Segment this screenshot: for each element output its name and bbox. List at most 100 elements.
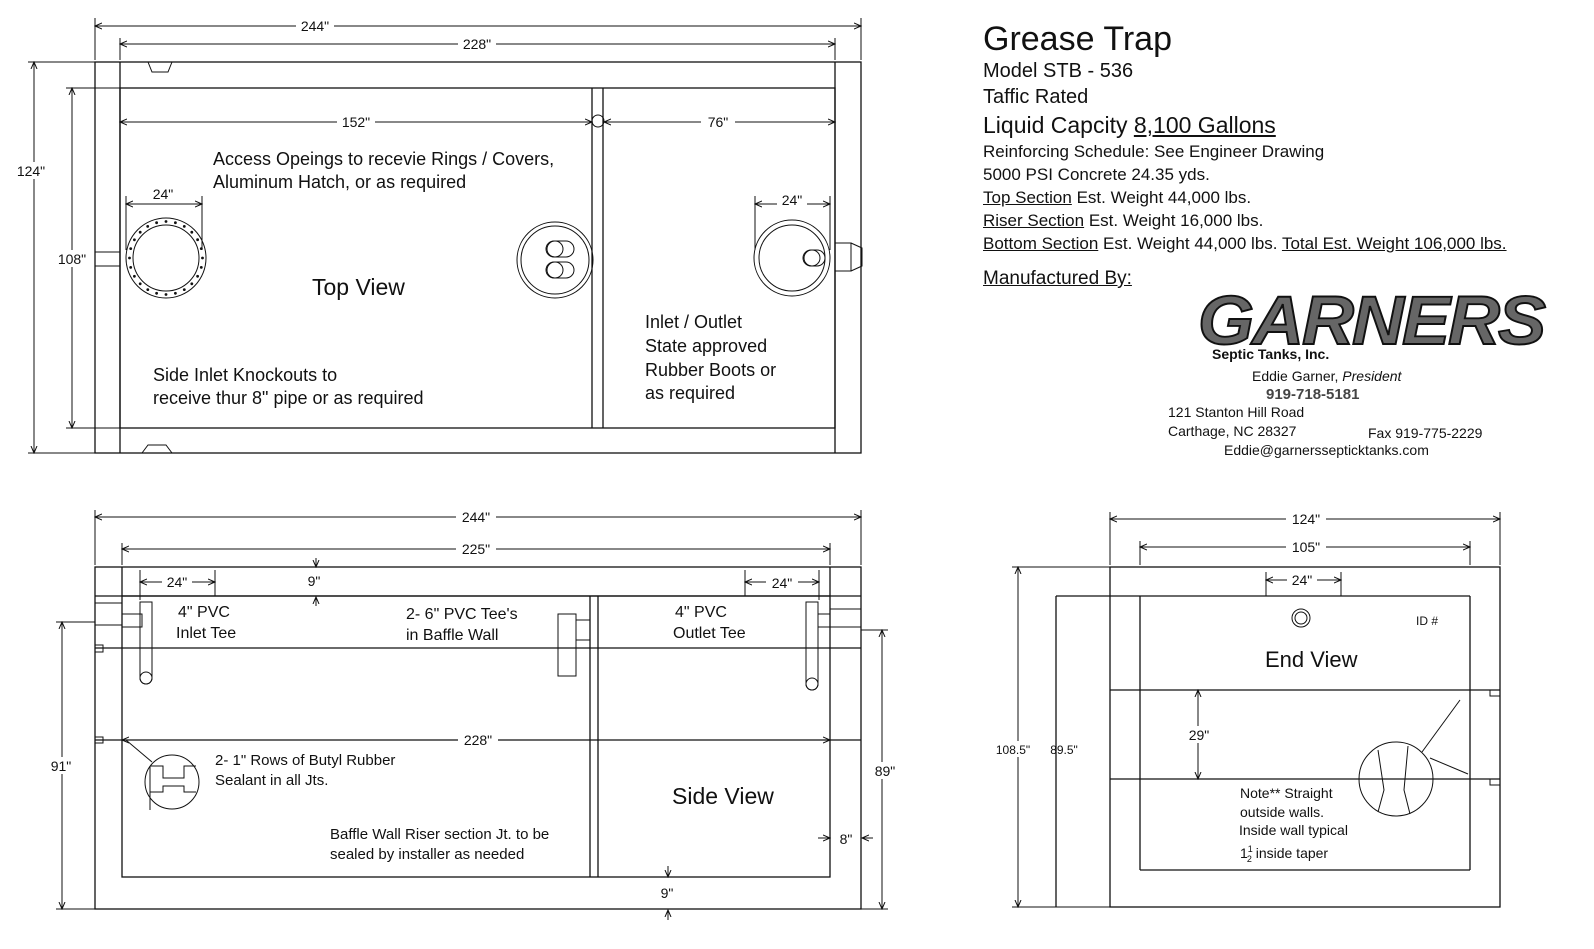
reinforcing-schedule: Reinforcing Schedule: See Engineer Drawi… bbox=[983, 142, 1325, 161]
bolt-hole bbox=[201, 256, 204, 260]
side-dim-8: 8" bbox=[840, 831, 853, 847]
top-section-weight: Top Section Est. Weight 44,000 lbs. bbox=[983, 188, 1252, 207]
side-dim-91: 91" bbox=[51, 758, 72, 774]
bolt-hole bbox=[133, 274, 136, 278]
end-dim-105: 105" bbox=[1292, 539, 1320, 555]
end-view: 124" 105" 24" 108.5" 89.5" 29" ID # End … bbox=[992, 510, 1500, 907]
bolt-hole bbox=[138, 230, 142, 234]
note-inlet-4: as required bbox=[645, 383, 735, 403]
end-pipe bbox=[1291, 608, 1311, 628]
company-fax: Fax 919-775-2229 bbox=[1368, 425, 1483, 441]
note-inlet-3: Rubber Boots or bbox=[645, 360, 776, 380]
total-weight: Total Est. Weight 106,000 lbs. bbox=[1281, 234, 1507, 253]
product-title: Grease Trap bbox=[983, 20, 1172, 58]
note-inlet-2: State approved bbox=[645, 336, 767, 356]
inlet-tee bbox=[94, 601, 153, 685]
bolt-hole bbox=[129, 247, 133, 251]
bolt-hole bbox=[174, 221, 177, 225]
bolt-hole bbox=[182, 288, 186, 291]
note-access-1: Access Opeings to recevie Rings / Covers… bbox=[213, 149, 554, 169]
bolt-hole bbox=[164, 293, 168, 296]
address-line-1: 121 Stanton Hill Road bbox=[1168, 404, 1305, 420]
riser-section-weight: Riser Section Est. Weight 16,000 lbs. bbox=[983, 211, 1264, 230]
end-dim-29: 29" bbox=[1189, 727, 1210, 743]
baffle-riser-note-2: sealed by installer as needed bbox=[330, 846, 524, 863]
outlet-tee-label-1: 4" PVC bbox=[675, 604, 727, 621]
top-dim-152: 152" bbox=[342, 114, 370, 130]
side-dim-244: 244" bbox=[462, 509, 490, 525]
bolt-hole bbox=[129, 266, 133, 269]
side-dim-24-inlet: 24" bbox=[167, 574, 188, 590]
company-logo: GARNERS bbox=[1197, 282, 1547, 360]
bolt-hole bbox=[155, 291, 159, 295]
end-dim-89-5: 89.5" bbox=[1050, 743, 1078, 757]
bolt-hole bbox=[182, 225, 186, 228]
capacity-label: Liquid Capcity bbox=[983, 112, 1134, 138]
butyl-note-1: 2- 1" Rows of Butyl Rubber bbox=[215, 752, 395, 769]
bolt-hole bbox=[190, 282, 194, 286]
baffle-tee bbox=[557, 613, 591, 677]
top-dim-228: 228" bbox=[463, 36, 491, 52]
top-dim-244: 244" bbox=[301, 18, 329, 34]
top-dim-124: 124" bbox=[17, 163, 45, 179]
side-view: 244" 225" 24" 24" 9" 228" 91" 89" 8" 9" … bbox=[44, 508, 902, 920]
capacity-value: 8,100 Gallons bbox=[1133, 112, 1276, 138]
bolt-hole bbox=[128, 256, 131, 260]
inlet-tee-label-1: 4" PVC bbox=[178, 604, 230, 621]
side-dim-9-top: 9" bbox=[308, 573, 321, 589]
bolt-hole bbox=[146, 288, 150, 291]
bolt-hole bbox=[196, 238, 200, 242]
end-note-1: Note** Straight bbox=[1240, 785, 1333, 801]
note-side-1: Side Inlet Knockouts to bbox=[153, 365, 337, 385]
baffle-tee-label-1: 2- 6" PVC Tee's bbox=[406, 606, 518, 623]
bolt-hole bbox=[164, 220, 168, 223]
bolt-hole bbox=[138, 282, 142, 286]
top-access-opening-left bbox=[125, 217, 207, 299]
bolt-hole bbox=[146, 225, 150, 228]
top-dim-24-left: 24" bbox=[153, 186, 174, 202]
note-inlet-1: Inlet / Outlet bbox=[645, 312, 742, 332]
note-access-2: Aluminum Hatch, or as required bbox=[213, 172, 466, 192]
id-label: ID # bbox=[1416, 614, 1438, 628]
bolt-hole bbox=[196, 274, 200, 278]
top-view: 244" 228" 152" 76" 124" 108" 24" 24" Acc… bbox=[12, 17, 863, 453]
model-number: Model STB - 536 bbox=[983, 60, 1134, 82]
bolt-hole bbox=[155, 221, 159, 225]
end-view-outer bbox=[1109, 566, 1501, 908]
top-dim-108: 108" bbox=[58, 251, 86, 267]
outlet-tee bbox=[805, 601, 862, 691]
side-dim-228: 228" bbox=[464, 732, 492, 748]
top-dim-76: 76" bbox=[708, 114, 729, 130]
liquid-capacity: Liquid Capcity 8,100 Gallons bbox=[983, 110, 1583, 140]
top-access-opening-right bbox=[753, 219, 831, 297]
side-dim-225: 225" bbox=[462, 541, 490, 557]
inlet-tee-label-2: Inlet Tee bbox=[176, 625, 236, 642]
top-dim-24-right: 24" bbox=[782, 192, 803, 208]
end-note-2: outside walls. bbox=[1240, 804, 1324, 820]
end-note-3: Inside wall typical bbox=[1239, 822, 1348, 838]
top-access-opening-middle bbox=[516, 221, 594, 299]
side-view-inner bbox=[121, 595, 831, 878]
outlet-tee-label-2: Outlet Tee bbox=[673, 625, 746, 642]
side-view-outer bbox=[94, 566, 862, 910]
top-view-label: Top View bbox=[312, 274, 405, 300]
bolt-hole bbox=[190, 230, 194, 234]
bolt-hole bbox=[174, 291, 177, 295]
side-dim-9-bottom: 9" bbox=[661, 885, 674, 901]
side-dim-24-outlet: 24" bbox=[772, 575, 793, 591]
bolt-hole bbox=[199, 266, 203, 269]
baffle-tee-label-2: in Baffle Wall bbox=[406, 627, 498, 644]
manufactured-by: Manufactured By: bbox=[983, 268, 1132, 289]
company-phone: 919-718-5181 bbox=[1266, 386, 1360, 403]
concrete-spec: 5000 PSI Concrete 24.35 yds. bbox=[983, 165, 1210, 184]
end-dim-124: 124" bbox=[1292, 511, 1320, 527]
end-dim-24: 24" bbox=[1292, 572, 1313, 588]
title-block: Grease Trap Model STB - 536 Taffic Rated… bbox=[983, 20, 1583, 291]
bottom-section-weight: Bottom Section Est. Weight 44,000 lbs. T… bbox=[983, 234, 1507, 253]
butyl-note-2: Sealant in all Jts. bbox=[215, 772, 328, 789]
bolt-hole bbox=[133, 238, 136, 242]
taper-detail bbox=[1358, 699, 1469, 817]
side-view-label: Side View bbox=[672, 783, 774, 809]
